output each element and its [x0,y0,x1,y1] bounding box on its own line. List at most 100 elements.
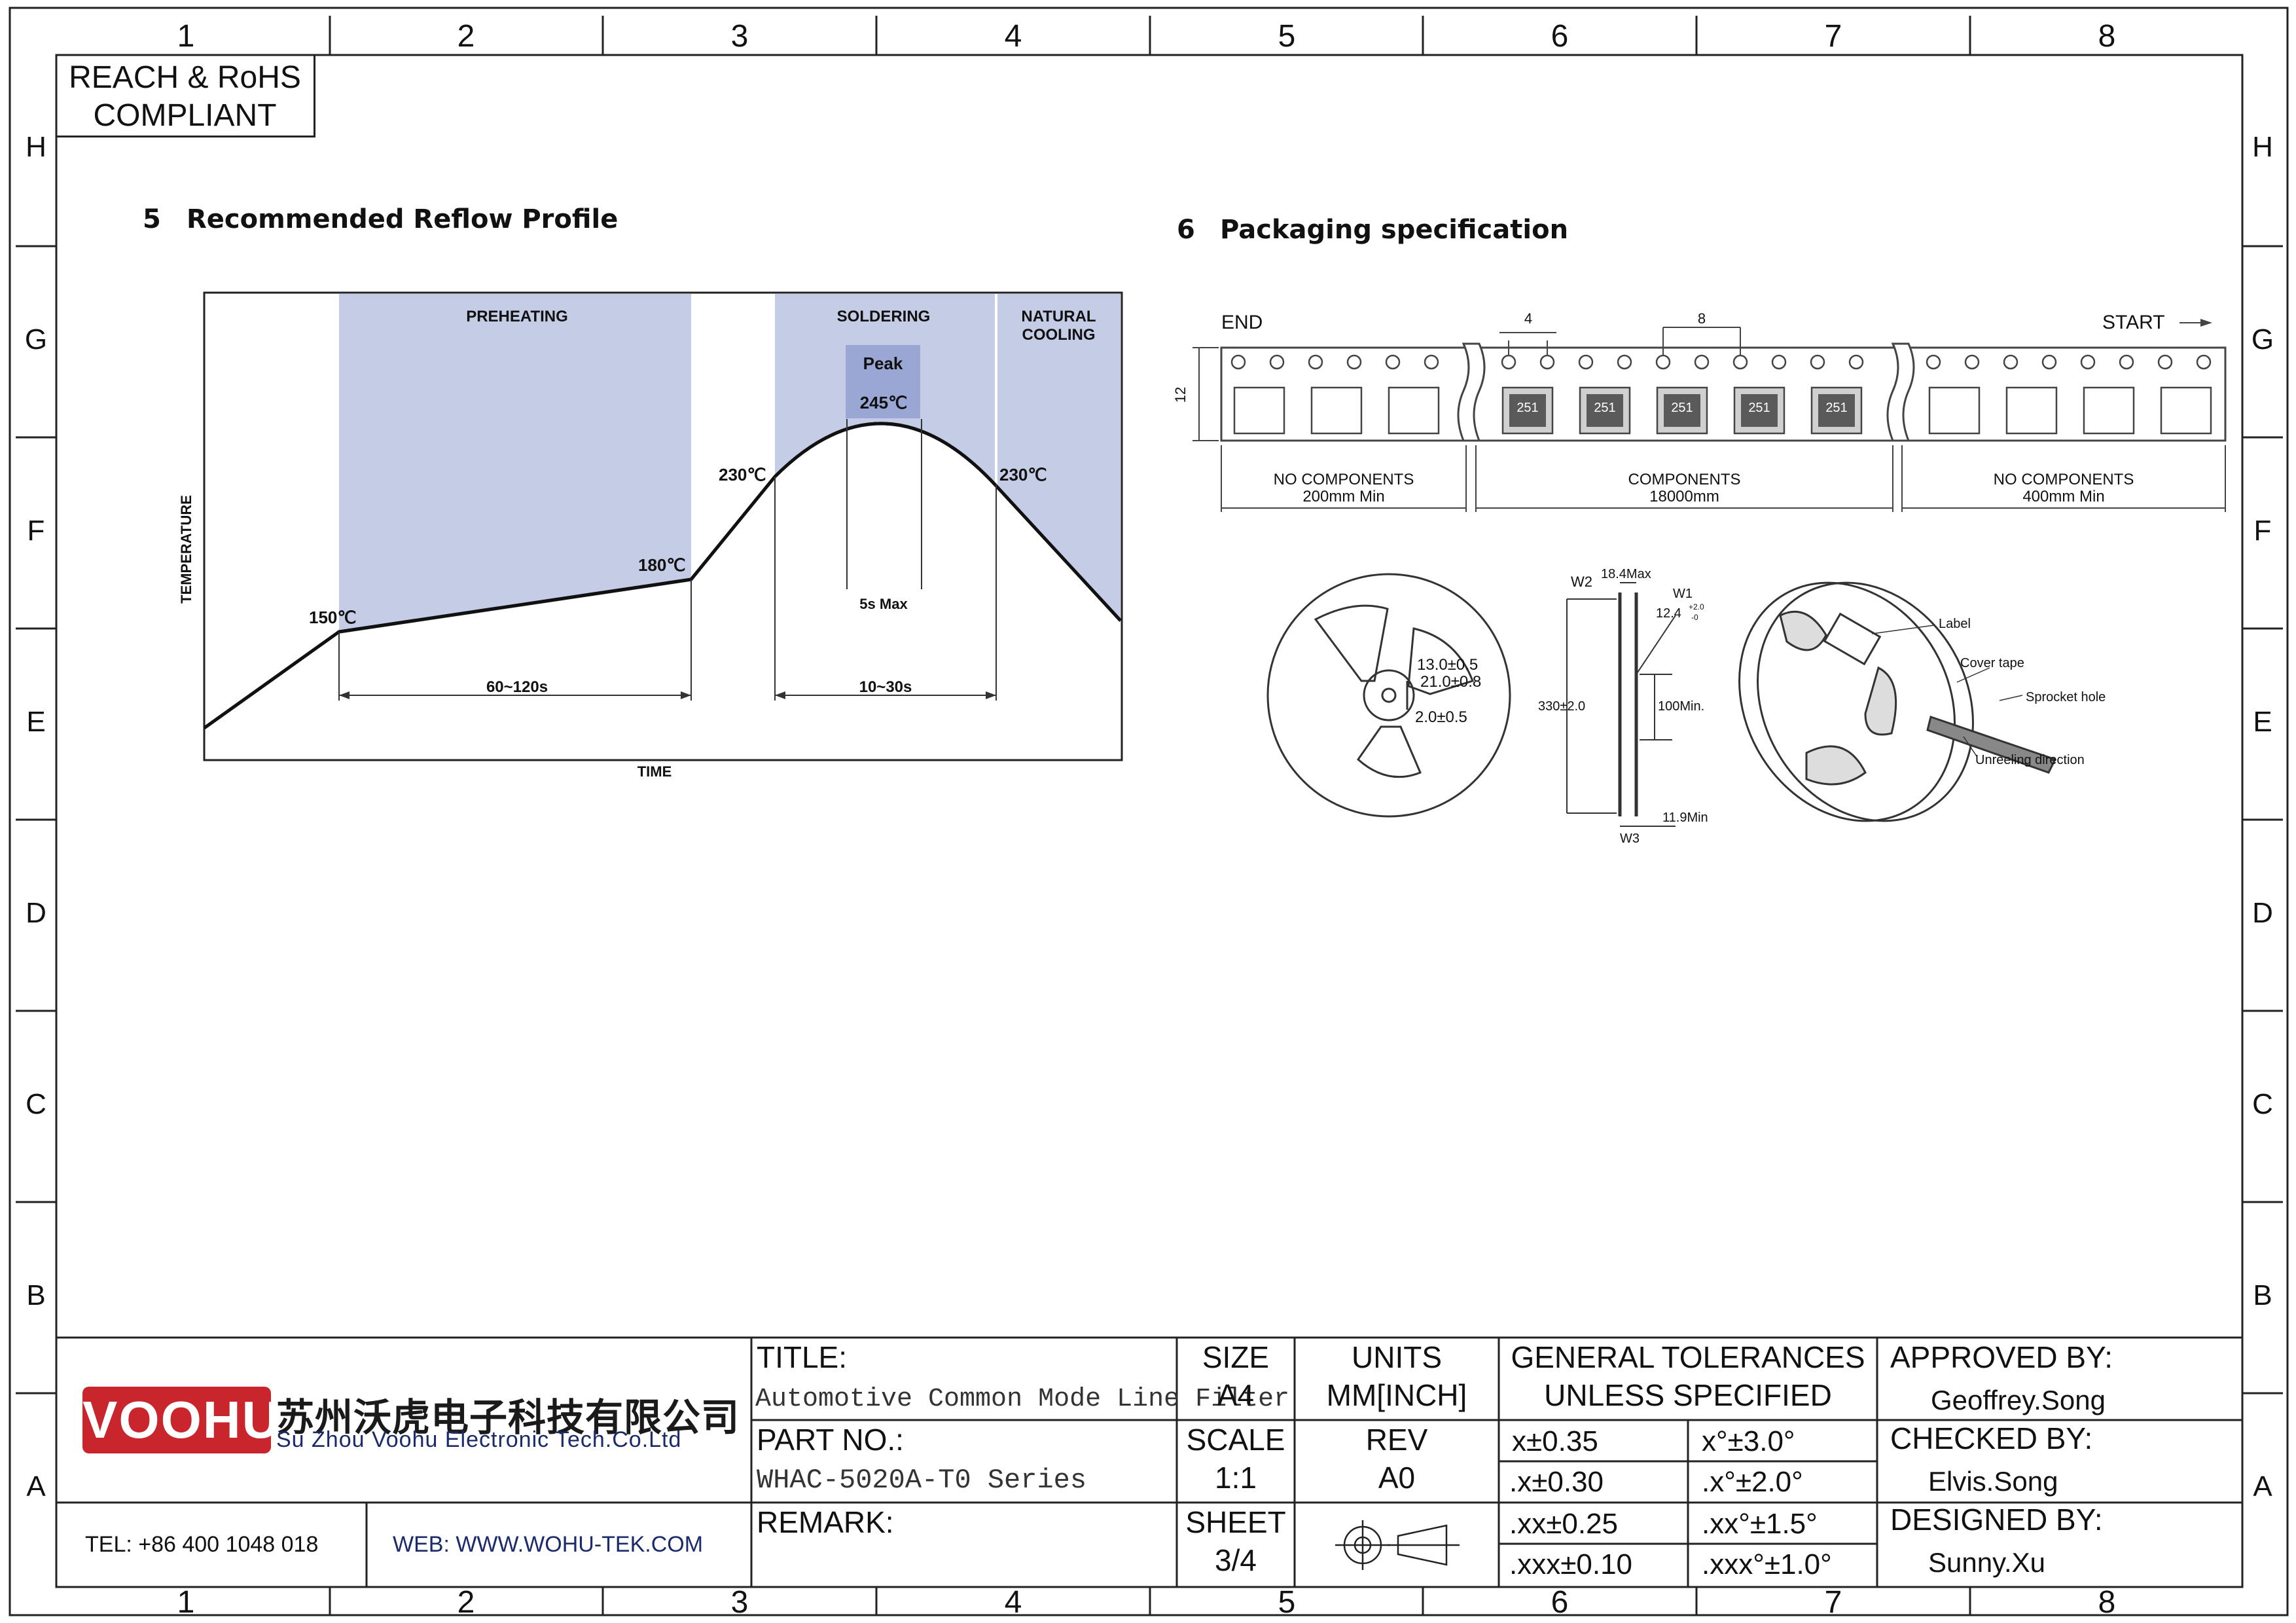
callout-cover-tape: Cover tape [1960,656,2024,670]
zone-row-d: D [26,897,46,929]
w2-value: 18.4Max [1601,567,1651,581]
tolerances-heading-2: UNLESS SPECIFIED [1544,1378,1832,1412]
segment-components-label: COMPONENTS [1628,471,1741,488]
compliance-line2: COMPLIANT [93,98,277,133]
packaging-heading: Packaging specification [1220,215,1569,245]
segment-components: COMPONENTS 18000mm [1476,471,1893,505]
zone-col-8-bottom: 8 [2098,1585,2116,1620]
zone-row-b-right: B [2253,1279,2272,1311]
zone-col-1: 1 [177,19,195,54]
zone-row-b: B [26,1279,46,1311]
reel-dia-330: 330±2.0 [1538,699,1586,714]
remark-label: REMARK: [757,1505,894,1539]
size-value: A4 [1217,1378,1255,1412]
designed-by-label: DESIGNED BY: [1890,1503,2103,1537]
part-no-value: WHAC-5020A-T0 Series [757,1465,1087,1496]
callout-label: Label [1939,617,1971,631]
w1-tolerance-plus: +2.0 [1689,602,1704,611]
tolerance-linear-2: .xx±0.25 [1509,1508,1619,1540]
slot-2: 2.0±0.5 [1415,708,1467,726]
zone-col-3: 3 [730,19,749,54]
peak-label: Peak [863,354,903,373]
sheet-label: SHEET [1185,1505,1286,1539]
packaging-heading-number: 6 [1177,215,1195,245]
rev-label: REV [1365,1423,1428,1457]
soldering-label: SOLDERING [836,308,931,325]
zone-col-5: 5 [1278,19,1296,54]
approved-by-value: Geoffrey.Song [1931,1385,2106,1415]
segment-trailer: NO COMPONENTS 400mm Min [1902,471,2225,505]
part-mark-2: 251 [1594,401,1616,415]
part-mark-5: 251 [1825,401,1848,415]
contact-web: WEB: WWW.WOHU-TEK.COM [393,1532,704,1557]
hub-dia-21: 21.0±0.8 [1420,673,1482,691]
voohu-logo: VOOHU [82,1387,279,1453]
contact-tel: TEL: +86 400 1048 018 [85,1532,319,1557]
cooling-label-1: NATURAL [1021,308,1096,325]
size-label: SIZE [1202,1340,1270,1374]
compliance-line1: REACH & RoHS [69,60,301,95]
zone-row-a-right: A [2253,1470,2272,1503]
temp-180-label: 180℃ [638,555,686,575]
zone-col-4: 4 [1004,19,1022,54]
peak-temp-label: 245℃ [859,393,908,412]
zone-col-4-bottom: 4 [1004,1585,1022,1620]
rev-value: A0 [1378,1461,1416,1495]
zone-row-h: H [26,131,46,163]
w1-value: 12.4 [1656,606,1681,621]
scale-label: SCALE [1186,1423,1285,1457]
company-name-en: Su Zhou Voohu Electronic Tech.Co.Ltd [276,1427,682,1452]
sheet-value: 3/4 [1215,1543,1257,1577]
part-mark-1: 251 [1516,401,1539,415]
tolerances-heading-1: GENERAL TOLERANCES [1511,1340,1865,1374]
compliance-box: REACH & RoHS COMPLIANT [56,55,315,137]
zone-row-f: F [27,515,45,547]
projection-symbol [1335,1520,1460,1570]
zone-col-5-bottom: 5 [1278,1585,1296,1620]
zone-col-7-bottom: 7 [1824,1585,1842,1620]
reflow-heading: Recommended Reflow Profile [187,204,619,234]
callout-sprocket-hole: Sprocket hole [2026,690,2106,704]
w2-label: W2 [1571,574,1592,590]
zone-row-f-right: F [2253,515,2272,547]
zone-row-e-right: E [2253,706,2272,738]
part-no-label: PART NO.: [757,1423,904,1457]
zone-col-6-bottom: 6 [1551,1585,1569,1620]
callout-unreeling-direction: Unreeling direction [1975,753,2085,767]
part-mark-4: 251 [1748,401,1770,415]
segment-leader: NO COMPONENTS 200mm Min [1221,471,1466,505]
w3-value: 11.9Min [1662,811,1708,825]
zone-col-7: 7 [1824,19,1842,54]
units-label: UNITS [1352,1340,1442,1374]
zone-col-6: 6 [1551,19,1569,54]
hub-dia-13: 13.0±0.5 [1417,656,1479,674]
title-label: TITLE: [757,1340,848,1374]
segment-components-length: 18000mm [1649,488,1719,505]
w3-label: W3 [1620,831,1640,846]
tolerance-linear-3: .xxx±0.10 [1509,1548,1633,1580]
tolerance-linear-0: x±0.35 [1512,1425,1598,1457]
segment-leader-label: NO COMPONENTS [1273,471,1414,488]
zone-col-2-bottom: 2 [457,1585,475,1620]
hub-dia-100: 100Min. [1658,699,1705,714]
segment-leader-length: 200mm Min [1302,488,1385,505]
zone-row-e: E [26,706,46,738]
peak-duration-label: 5s Max [859,596,908,612]
reflow-heading-number: 5 [143,204,161,234]
zone-col-3-bottom: 3 [730,1585,749,1620]
segment-trailer-length: 400mm Min [2022,488,2105,505]
zone-row-g-right: G [2251,323,2274,356]
approved-by-label: APPROVED BY: [1890,1340,2113,1374]
tolerance-angular-2: .xx°±1.5° [1702,1508,1818,1540]
checked-by-value: Elvis.Song [1928,1466,2058,1497]
tolerance-angular-3: .xxx°±1.0° [1702,1548,1832,1580]
zone-col-2: 2 [457,19,475,54]
temp-230-fall-label: 230℃ [999,465,1047,484]
zone-row-c: C [26,1088,46,1120]
tape-start-label: START [2102,312,2165,333]
tolerance-angular-0: x°±3.0° [1702,1425,1795,1457]
zone-row-d-right: D [2252,897,2273,929]
